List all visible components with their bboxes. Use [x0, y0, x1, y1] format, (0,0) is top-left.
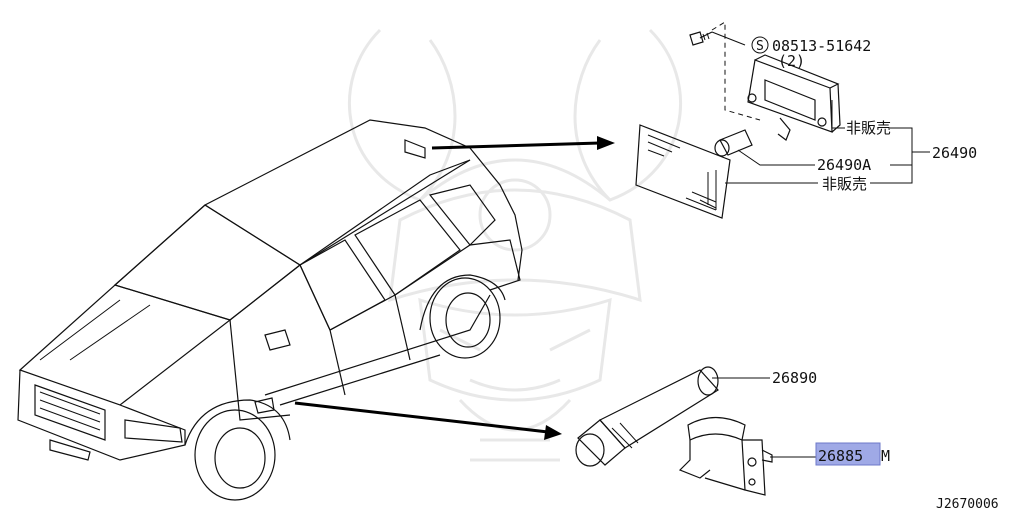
bulb-part: [714, 129, 753, 157]
car-illustration: [17, 119, 523, 501]
label-flashlight-part[interactable]: 26890: [772, 369, 817, 387]
highlight-box: [815, 442, 881, 466]
watermark-logo: [348, 28, 682, 462]
screw-part: [689, 21, 769, 121]
label-not-sold-2: 非販売: [822, 175, 867, 193]
pointer-arrows: [294, 136, 615, 440]
diagram-code: J2670006: [936, 497, 999, 511]
flashlight-part: [575, 366, 719, 467]
label-screw-qty: (2): [778, 52, 805, 70]
label-screw-part[interactable]: 08513-51642: [772, 37, 871, 55]
lamp-lens: [635, 124, 731, 219]
label-bulb-part[interactable]: 26490A: [817, 156, 871, 174]
bracket-part: [678, 416, 773, 496]
label-not-sold-1: 非販売: [846, 119, 891, 137]
screw-symbol-letter: S: [756, 39, 764, 54]
label-bracket-part[interactable]: 26885: [818, 447, 863, 465]
lamp-housing: [747, 54, 841, 141]
label-bracket-suffix: M: [881, 447, 890, 465]
leader-lines: [712, 100, 930, 458]
screw-symbol-circle: [751, 36, 769, 54]
label-lamp-assembly[interactable]: 26490: [932, 144, 977, 162]
